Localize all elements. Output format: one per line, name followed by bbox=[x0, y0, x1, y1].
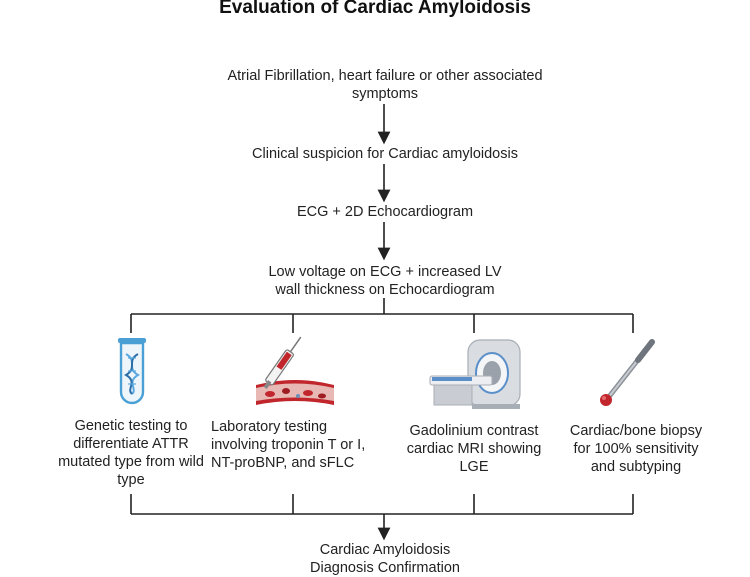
test-tube-dna-icon bbox=[118, 338, 146, 405]
mri-scanner-icon bbox=[429, 339, 521, 409]
branch-cardiac-mri: Gadolinium contrast cardiac MRI showing … bbox=[406, 423, 542, 475]
diagram-title: Evaluation of Cardiac Amyloidosis bbox=[219, 0, 531, 18]
biopsy-needle-icon bbox=[600, 339, 655, 406]
step-ecg-findings: Low voltage on ECG + increased LV wall t… bbox=[268, 264, 502, 298]
syringe-blood-vessel-icon bbox=[256, 336, 334, 405]
branch-laboratory-testing: Laboratory testing involving troponin T … bbox=[211, 419, 366, 471]
diagnosis-confirmation: Cardiac Amyloidosis Diagnosis Confirmati… bbox=[310, 542, 460, 576]
step-clinical-suspicion: Clinical suspicion for Cardiac amyloidos… bbox=[252, 146, 518, 162]
step-ecg-echo: ECG + 2D Echocardiogram bbox=[296, 204, 474, 220]
branch-biopsy: Cardiac/bone biopsy for 100% sensitivity… bbox=[569, 423, 703, 475]
step-symptoms: Atrial Fibrillation, heart failure or ot… bbox=[227, 68, 543, 102]
branch-genetic-testing: Genetic testing to differentiate ATTR mu… bbox=[58, 418, 204, 488]
